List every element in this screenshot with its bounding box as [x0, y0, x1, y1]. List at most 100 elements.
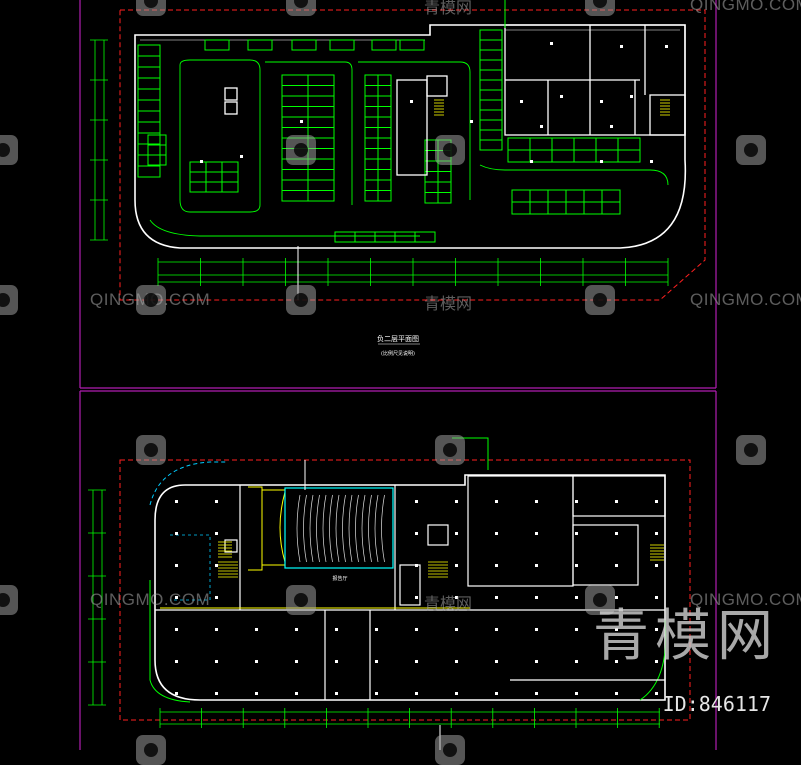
column-mark	[215, 692, 218, 695]
parking-bay	[414, 231, 436, 243]
parking-bay	[307, 169, 335, 181]
seat-row	[361, 494, 366, 563]
parking-bay	[529, 201, 549, 215]
parking-bay	[479, 79, 503, 91]
parking-bay	[377, 116, 392, 128]
parking-bay	[565, 201, 585, 215]
column-mark	[255, 660, 258, 663]
parking-bay	[479, 119, 503, 131]
column-mark	[415, 596, 418, 599]
column-mark	[255, 692, 258, 695]
column-mark	[255, 628, 258, 631]
parking-bay	[547, 201, 567, 215]
parking-bay	[354, 231, 376, 243]
column-mark	[495, 660, 498, 663]
column-mark	[335, 660, 338, 663]
parking-bay	[424, 181, 439, 193]
parking-bay	[377, 158, 392, 170]
column-mark	[535, 660, 538, 663]
parking-bay	[189, 181, 207, 193]
seat-row	[303, 494, 307, 563]
qingmo-logo-icon	[136, 0, 166, 16]
parking-bay	[307, 190, 335, 202]
column-mark	[415, 500, 418, 503]
qingmo-logo-icon	[435, 435, 465, 465]
parking-bay	[595, 137, 619, 151]
parking-bay	[281, 179, 309, 191]
upper-subcaption: (比例尺见说明)	[381, 350, 415, 357]
seat-row	[381, 494, 385, 563]
parking-bay	[583, 201, 603, 215]
column-mark	[615, 564, 618, 567]
column-mark	[575, 596, 578, 599]
parking-bay	[204, 39, 230, 51]
parking-bay	[377, 106, 392, 118]
parking-bay	[205, 181, 223, 193]
column-mark	[415, 564, 418, 567]
parking-bay	[573, 137, 597, 151]
column-mark	[615, 660, 618, 663]
column-mark	[615, 532, 618, 535]
parking-bay	[377, 137, 392, 149]
qingmo-logo-icon	[0, 135, 18, 165]
parking-bay	[595, 149, 619, 163]
seat-row	[355, 494, 359, 563]
column-mark	[535, 500, 538, 503]
parking-bay	[334, 231, 356, 243]
parking-bay	[307, 74, 335, 86]
column-mark	[455, 692, 458, 695]
parking-bay	[479, 29, 503, 41]
column-mark	[455, 628, 458, 631]
parking-bay	[364, 74, 379, 86]
watermark-latin: QINGMO.COM	[690, 590, 801, 609]
column-mark	[300, 120, 303, 123]
parking-bay	[377, 74, 392, 86]
parking-bay	[137, 154, 161, 167]
column-mark	[575, 564, 578, 567]
parking-bay	[205, 171, 223, 183]
parking-bay	[399, 39, 425, 51]
parking-bay	[291, 39, 317, 51]
column-mark	[535, 564, 538, 567]
column-mark	[575, 500, 578, 503]
parking-bay	[307, 179, 335, 191]
parking-bay	[281, 169, 309, 181]
column-mark	[655, 692, 658, 695]
column-mark	[535, 532, 538, 535]
parking-bay	[479, 89, 503, 101]
parking-bay	[364, 190, 379, 202]
seat-row	[342, 494, 346, 563]
column-mark	[655, 564, 658, 567]
watermark-latin: QINGMO.COM	[90, 590, 211, 609]
parking-bay	[364, 127, 379, 139]
column-mark	[175, 692, 178, 695]
parking-bay	[394, 231, 416, 243]
column-mark	[295, 692, 298, 695]
parking-bay	[221, 161, 239, 173]
parking-bay	[307, 116, 335, 128]
parking-bay	[137, 143, 161, 156]
watermark-latin: QINGMO.COM	[690, 290, 801, 309]
parking-bay	[547, 189, 567, 203]
watermark-chinese: 青模网	[424, 0, 473, 17]
column-mark	[535, 692, 538, 695]
column-mark	[495, 532, 498, 535]
parking-bay	[511, 201, 531, 215]
qingmo-logo-icon	[136, 285, 166, 315]
column-mark	[175, 532, 178, 535]
parking-bay	[377, 148, 392, 160]
parking-bay	[221, 171, 239, 183]
parking-bay	[189, 161, 207, 173]
parking-bay	[377, 179, 392, 191]
parking-bay	[189, 171, 207, 183]
parking-bay	[137, 88, 161, 101]
column-mark	[600, 100, 603, 103]
parking-bay	[479, 139, 503, 151]
parking-bay	[307, 106, 335, 118]
lower-plan: 报告厅	[88, 99, 691, 750]
column-mark	[550, 42, 553, 45]
column-mark	[175, 564, 178, 567]
qingmo-logo-icon	[286, 135, 316, 165]
column-mark	[620, 45, 623, 48]
column-mark	[615, 692, 618, 695]
